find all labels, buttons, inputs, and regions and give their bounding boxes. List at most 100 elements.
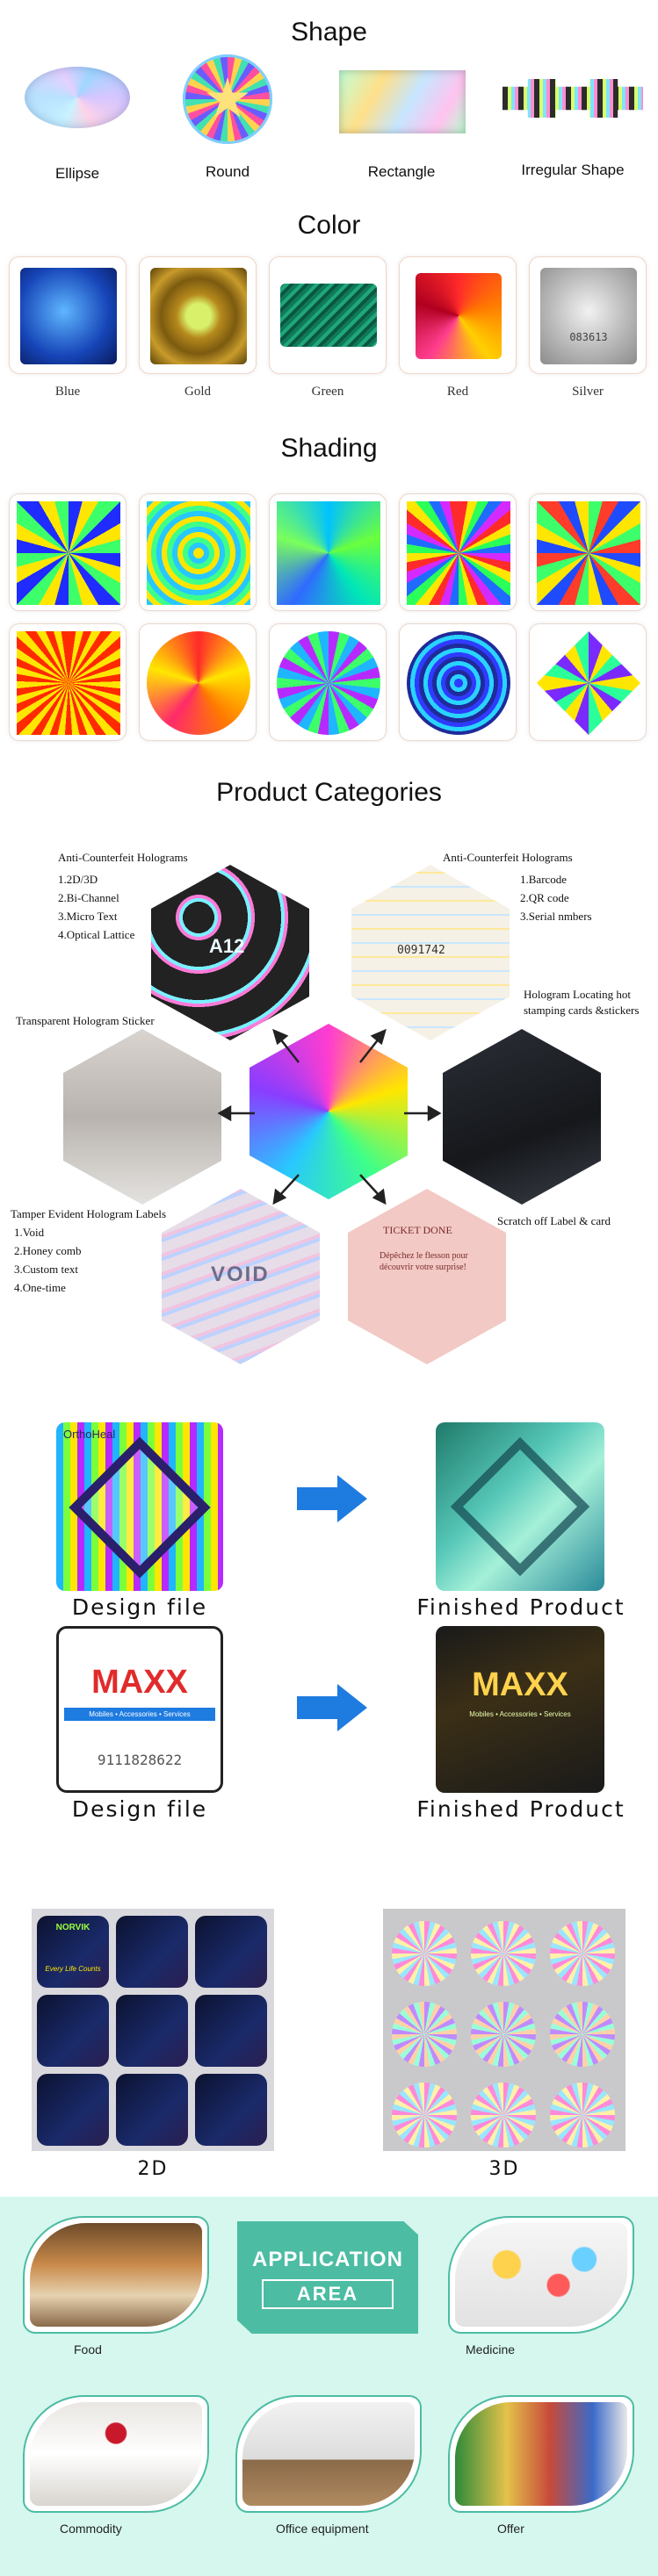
arrow-right-svg-2 xyxy=(297,1684,367,1731)
3d-disc-8 xyxy=(471,2083,536,2148)
3d-disc-1 xyxy=(392,1921,457,1986)
shading-tile-10 xyxy=(529,623,647,741)
shading-pattern-2 xyxy=(147,501,250,605)
tamper-line-1: 1.Void xyxy=(14,1226,45,1239)
shape-rectangle-image xyxy=(339,70,466,133)
caption-3d: 3D xyxy=(488,2158,520,2180)
3d-disc-9 xyxy=(550,2083,615,2148)
color-title: Color xyxy=(297,211,361,240)
3d-disc-5 xyxy=(471,2002,536,2067)
food-image xyxy=(30,2223,202,2327)
color-tile-green xyxy=(269,256,387,374)
shape-round-image xyxy=(183,54,272,144)
3d-disc-2 xyxy=(471,1921,536,1986)
shape-label-rectangle: Rectangle xyxy=(367,163,436,180)
category-arrows xyxy=(217,1028,442,1205)
shading-pattern-6 xyxy=(17,631,120,735)
hex-tamper-void: VOID xyxy=(162,1189,320,1364)
shading-pattern-3 xyxy=(277,501,380,605)
norvik-sticker-4 xyxy=(37,1995,109,2067)
arrow-right-icon-2 xyxy=(297,1684,367,1731)
anti1-line-2: 2.Bi-Channel xyxy=(58,891,119,904)
arrow-right-icon-1 xyxy=(297,1475,367,1522)
shading-tile-6 xyxy=(9,623,127,741)
norvik-sticker-3 xyxy=(195,1916,267,1988)
slogan-label-1: Every Life Counts xyxy=(45,1965,101,1973)
application-title-line2: AREA xyxy=(262,2279,394,2309)
finished-product-caption-1: Finished Product xyxy=(416,1594,625,1620)
gold-hologram-image xyxy=(150,268,247,364)
shape-title: Shape xyxy=(291,18,367,47)
color-tile-red xyxy=(399,256,517,374)
norvik-sticker-8 xyxy=(116,2074,188,2146)
color-tile-gold xyxy=(139,256,257,374)
color-label-green: Green xyxy=(311,385,344,399)
shape-label-ellipse: Ellipse xyxy=(54,165,100,182)
hex-center-holograms xyxy=(249,1024,408,1199)
norvik-sticker-1: NORVIK Every Life Counts xyxy=(37,1916,109,1988)
commodity-image xyxy=(30,2402,202,2506)
design-emblem-1 xyxy=(69,1436,211,1579)
shading-tile-5 xyxy=(529,493,647,611)
green-hologram-image xyxy=(280,284,377,347)
maxx-brand-finished: MAXX xyxy=(472,1666,568,1703)
shading-tile-3 xyxy=(269,493,387,611)
color-label-gold: Gold xyxy=(184,385,211,399)
anti2-line-1: 1.Barcode xyxy=(520,873,568,886)
shading-tile-9 xyxy=(399,623,517,741)
hex-transparent-sticker xyxy=(63,1029,221,1205)
application-label-commodity: Commodity xyxy=(60,2522,122,2536)
locating-note: Hologram Locating hot stamping cards &st… xyxy=(524,988,640,1017)
color-label-red: Red xyxy=(446,385,469,399)
shading-tile-1 xyxy=(9,493,127,611)
hex-scratch-off: TICKET DONE Dépêchez le flesson pour déc… xyxy=(348,1189,506,1364)
silver-hologram-image xyxy=(540,268,637,364)
anti1-title: Anti-Counterfeit Holograms xyxy=(58,851,188,864)
norvik-sticker-5 xyxy=(116,1995,188,2067)
design-ortho-text-1: OrthoHeal xyxy=(63,1428,116,1441)
application-card-commodity xyxy=(23,2395,209,2513)
shading-pattern-7 xyxy=(147,631,250,735)
application-label-offer: Offer xyxy=(497,2522,524,2536)
arrow-right-svg-1 xyxy=(297,1475,367,1522)
transparent-note: Transparent Hologram Sticker xyxy=(16,1014,155,1027)
shading-tile-4 xyxy=(399,493,517,611)
hex-a12-label: A12 xyxy=(209,935,245,957)
shading-pattern-4 xyxy=(407,501,510,605)
3d-disc-7 xyxy=(392,2083,457,2148)
maxx-sub-finished: Mobiles • Accessories • Services xyxy=(469,1710,571,1718)
anti2-title: Anti-Counterfeit Holograms xyxy=(443,851,573,864)
shading-tile-7 xyxy=(139,623,257,741)
anti-counterfeit-note-2: Anti-Counterfeit Holograms 1.Barcode 2.Q… xyxy=(443,848,618,925)
application-area-panel: APPLICATION AREA Food Medicine Commodity… xyxy=(0,2197,658,2576)
3d-disc-3 xyxy=(550,1921,615,1986)
shading-tile-8 xyxy=(269,623,387,741)
norvik-label-1: NORVIK xyxy=(55,1923,90,1932)
design-file-caption-2: Design file xyxy=(71,1796,208,1822)
anti1-line-3: 3.Micro Text xyxy=(58,910,118,923)
shading-title: Shading xyxy=(280,434,378,463)
tamper-line-2: 2.Honey comb xyxy=(14,1244,82,1257)
maxx-phone-2: 9111828622 xyxy=(97,1752,183,1768)
application-card-offer xyxy=(448,2395,634,2513)
finished-emblem-1 xyxy=(450,1436,590,1577)
application-card-food xyxy=(23,2216,209,2334)
shading-pattern-5 xyxy=(537,501,640,605)
hex-serial-number: 0091742 xyxy=(397,944,445,957)
tamper-line-4: 4.One-time xyxy=(14,1281,66,1294)
finished-product-image-2: MAXX Mobiles • Accessories • Services xyxy=(436,1626,604,1793)
shading-pattern-9 xyxy=(407,631,510,735)
round-star-icon xyxy=(206,77,249,118)
shape-label-round: Round xyxy=(205,163,250,180)
color-label-silver: Silver xyxy=(572,385,604,399)
anti2-line-3: 3.Serial nmbers xyxy=(520,910,592,923)
application-area-badge: APPLICATION AREA xyxy=(237,2221,418,2334)
hex-ticket-sub: Dépêchez le flesson pour découvrir votre… xyxy=(380,1251,468,1272)
red-hologram-image xyxy=(416,273,502,359)
hex-hot-stamping-cards xyxy=(443,1029,601,1205)
3d-disc-6 xyxy=(550,2002,615,2067)
shape-label-irregular: Irregular Shape xyxy=(521,162,625,178)
color-label-blue: Blue xyxy=(54,385,81,399)
application-card-office xyxy=(235,2395,422,2513)
finished-product-caption-2: Finished Product xyxy=(416,1796,625,1822)
